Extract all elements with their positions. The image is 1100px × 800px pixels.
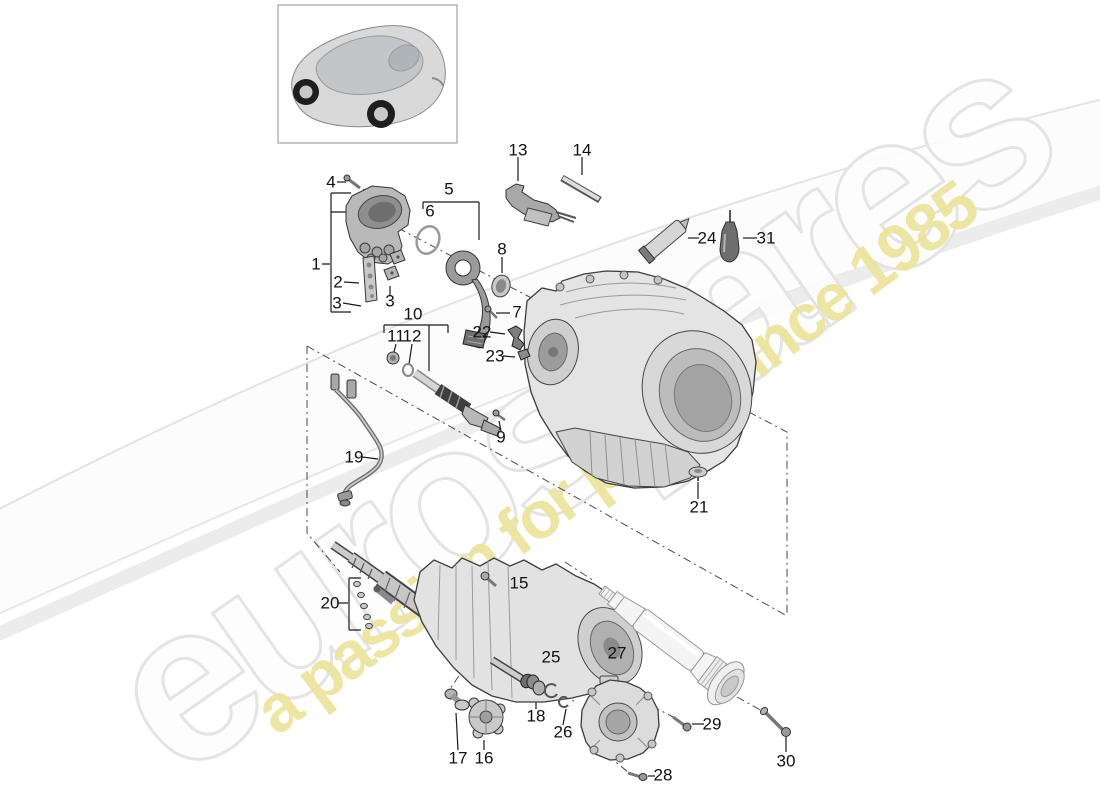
part-callout-13[interactable]: 13: [508, 140, 528, 160]
part-shaft-seal: [491, 274, 511, 298]
part-callout-15[interactable]: 15: [509, 573, 529, 593]
part-cover-16: [468, 697, 506, 739]
part-bolt-30: [759, 706, 791, 737]
part-oil-pipe: [330, 373, 384, 507]
part-screw-9: [492, 409, 506, 422]
part-callout-6[interactable]: 6: [425, 201, 435, 221]
part-callout-14[interactable]: 14: [572, 140, 592, 160]
part-bolt-15: [480, 571, 497, 588]
part-callout-5[interactable]: 5: [444, 179, 454, 199]
part-callout-28[interactable]: 28: [653, 765, 673, 785]
part-lever-22: [507, 325, 525, 351]
part-bolt-29: [672, 715, 692, 732]
part-drain-plug: [688, 466, 708, 481]
part-differential: [580, 675, 660, 763]
part-guide-rail: [362, 255, 378, 303]
part-selector-lever: [445, 250, 491, 349]
part-bracket-13: [505, 183, 577, 227]
part-callout-31[interactable]: 31: [756, 228, 776, 248]
part-screw-4: [343, 174, 361, 190]
part-callout-10[interactable]: 10: [403, 304, 423, 324]
part-sealant-tube: [637, 217, 690, 265]
part-callout-23[interactable]: 23: [485, 346, 505, 366]
part-callout-3[interactable]: 3: [385, 291, 395, 311]
part-callout-25[interactable]: 25: [541, 647, 561, 667]
part-o-ring-12: [402, 363, 414, 377]
part-callout-19[interactable]: 19: [344, 447, 364, 467]
part-screw-7: [484, 305, 498, 319]
part-callout-16[interactable]: 16: [474, 748, 494, 768]
part-driveshaft: [598, 585, 745, 706]
part-callout-30[interactable]: 30: [776, 751, 796, 771]
vehicle-illustration: [291, 25, 446, 128]
part-callout-18[interactable]: 18: [526, 706, 546, 726]
part-callout-22[interactable]: 22: [472, 322, 492, 342]
part-callout-20[interactable]: 20: [320, 593, 340, 613]
part-cap-23: [517, 348, 531, 361]
part-callout-29[interactable]: 29: [702, 714, 722, 734]
part-circlip-26: [558, 696, 569, 708]
part-callout-11[interactable]: 11: [387, 326, 405, 346]
part-callout-24[interactable]: 24: [697, 228, 717, 248]
part-callout-17[interactable]: 17: [448, 748, 468, 768]
part-callout-21[interactable]: 21: [689, 497, 709, 517]
part-clamps: [383, 249, 406, 281]
part-callout-4[interactable]: 4: [326, 172, 336, 192]
part-callout-7[interactable]: 7: [512, 302, 522, 322]
part-rod-14: [560, 174, 602, 204]
part-callout-2[interactable]: 2: [333, 272, 343, 292]
part-bolt-set-20: [353, 580, 373, 630]
part-oil-bottle: [719, 210, 740, 263]
part-bolt-28: [627, 771, 648, 781]
part-callout-3[interactable]: 3: [332, 293, 342, 313]
part-callout-12[interactable]: 12: [402, 326, 422, 346]
part-callout-26[interactable]: 26: [553, 722, 573, 742]
part-mount-17: [444, 688, 470, 711]
part-front-transmission: [330, 541, 643, 703]
vehicle-thumbnail: [277, 4, 458, 144]
part-callout-27[interactable]: 27: [607, 643, 627, 663]
part-o-ring-6: [415, 225, 441, 255]
part-callout-9[interactable]: 9: [496, 427, 506, 447]
part-snap-ring-25: [543, 683, 558, 699]
part-shift-rod: [412, 369, 501, 437]
part-main-transmission-case: [523, 270, 757, 489]
part-callout-1[interactable]: 1: [311, 254, 321, 274]
part-bushing-11: [386, 351, 400, 365]
part-callout-8[interactable]: 8: [497, 239, 507, 259]
